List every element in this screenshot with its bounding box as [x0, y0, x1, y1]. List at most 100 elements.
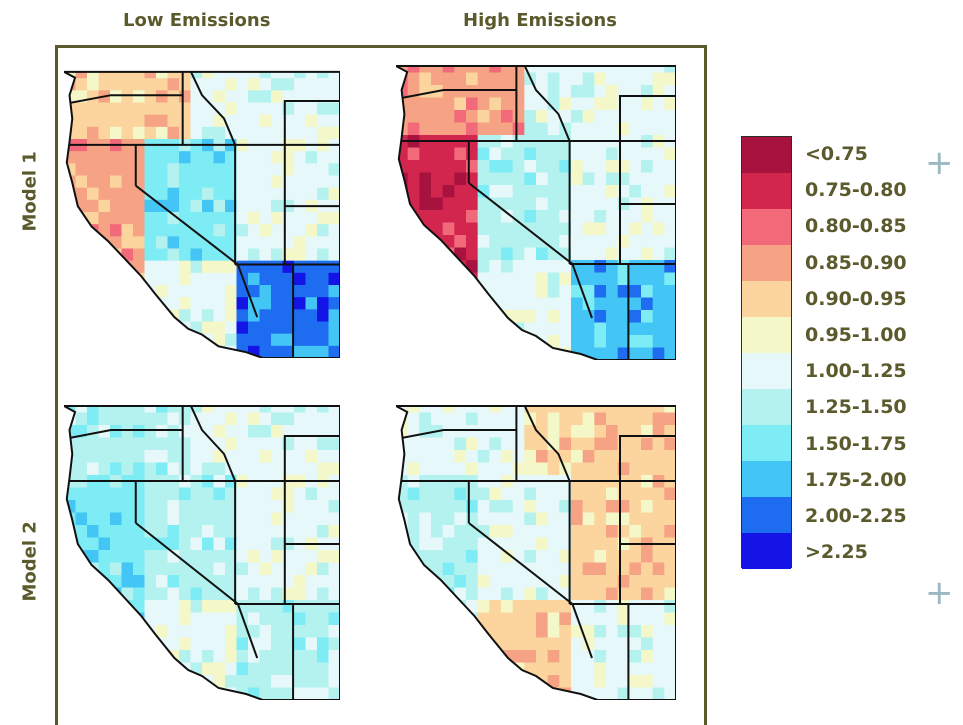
map-cell: [501, 72, 514, 86]
map-cell: [213, 260, 226, 274]
map-cell: [582, 160, 595, 173]
map-cell: [305, 637, 318, 651]
map-cell: [396, 210, 409, 223]
map-cell: [213, 71, 226, 79]
map-cell: [225, 333, 237, 347]
map-cell: [489, 260, 502, 273]
map-cell: [664, 600, 676, 613]
map-cell: [407, 235, 420, 248]
map-cell: [282, 425, 295, 438]
map-cell: [248, 612, 260, 626]
map-cell: [571, 335, 584, 348]
row-title-model-2: Model 2: [19, 521, 41, 602]
map-cell: [64, 662, 76, 676]
map-cell: [524, 247, 537, 261]
map-cell: [407, 662, 420, 676]
map-cell: [536, 110, 549, 123]
map-cell: [571, 487, 584, 501]
map-cell: [536, 612, 549, 626]
map-cell: [559, 537, 572, 551]
map-cell: [156, 90, 168, 103]
map-cell: [87, 248, 99, 262]
map-cell: [524, 297, 537, 311]
map-cell: [98, 297, 111, 310]
map-cell: [213, 272, 226, 286]
map-cell: [110, 163, 122, 176]
map-cell: [477, 122, 490, 136]
map-cell: [442, 625, 455, 638]
map-cell: [536, 550, 549, 563]
map-cell: [547, 550, 560, 563]
map-cell: [617, 335, 630, 348]
map-cell: [606, 185, 619, 198]
map-cell: [87, 662, 99, 676]
map-cell: [431, 285, 444, 298]
map-cell: [571, 197, 584, 211]
map-cell: [617, 625, 630, 638]
map-cell: [167, 406, 180, 413]
map-cell: [133, 248, 145, 262]
map-cell: [454, 66, 467, 73]
map-cell: [248, 600, 260, 613]
map-cell: [501, 562, 514, 576]
map-cell: [190, 114, 203, 128]
map-cell: [98, 612, 111, 626]
map-cell: [225, 487, 237, 501]
map-cell: [606, 172, 619, 186]
map-cell: [98, 321, 111, 335]
map-cell: [652, 412, 665, 426]
map-cell: [536, 500, 549, 513]
map-cell: [606, 525, 619, 538]
map-cell: [629, 462, 642, 476]
map-cell: [582, 97, 595, 111]
legend-swatch-5: [742, 317, 791, 353]
map-cell: [501, 147, 514, 161]
map-cell: [559, 222, 572, 236]
map-cell: [536, 662, 549, 676]
map-cell: [559, 450, 572, 463]
map-cell: [190, 345, 203, 358]
map-cell: [110, 272, 122, 286]
map-cell: [110, 512, 122, 526]
map-cell: [87, 487, 99, 501]
map-cell: [64, 321, 76, 335]
map-cell: [75, 587, 88, 601]
map-cell: [305, 90, 318, 103]
map-cell: [571, 72, 584, 86]
map-cell: [236, 175, 249, 189]
map-cell: [87, 525, 99, 538]
map-cell: [606, 247, 619, 261]
map-cell: [571, 406, 584, 413]
map-cell: [489, 85, 502, 98]
map-cell: [559, 272, 572, 286]
map-cell: [248, 562, 260, 576]
map-cell: [396, 575, 409, 588]
map-cell: [536, 272, 549, 286]
map-cell: [559, 160, 572, 173]
map-cell: [259, 512, 272, 526]
map-cell: [305, 462, 318, 476]
map-cell: [489, 625, 502, 638]
map-cell: [477, 487, 490, 501]
map-cell: [477, 222, 490, 236]
map-cell: [248, 662, 260, 676]
map-cell: [629, 600, 642, 613]
map-cell: [571, 650, 584, 663]
map-cell: [629, 285, 642, 298]
map-cell: [87, 333, 99, 347]
map-cell: [328, 187, 340, 201]
map-cell: [559, 310, 572, 323]
map-cell: [396, 335, 409, 348]
map-cell: [98, 587, 111, 601]
map-cell: [407, 72, 420, 86]
map-cell: [225, 309, 237, 322]
map-cell: [664, 310, 676, 323]
map-cell: [248, 450, 260, 463]
map-cell: [431, 500, 444, 513]
map-cell: [664, 612, 676, 626]
map-cell: [248, 425, 260, 438]
map-cell: [98, 151, 111, 164]
map-cell: [664, 587, 676, 601]
map-cell: [442, 650, 455, 663]
crosshair-mark-bottom: +: [925, 573, 954, 613]
